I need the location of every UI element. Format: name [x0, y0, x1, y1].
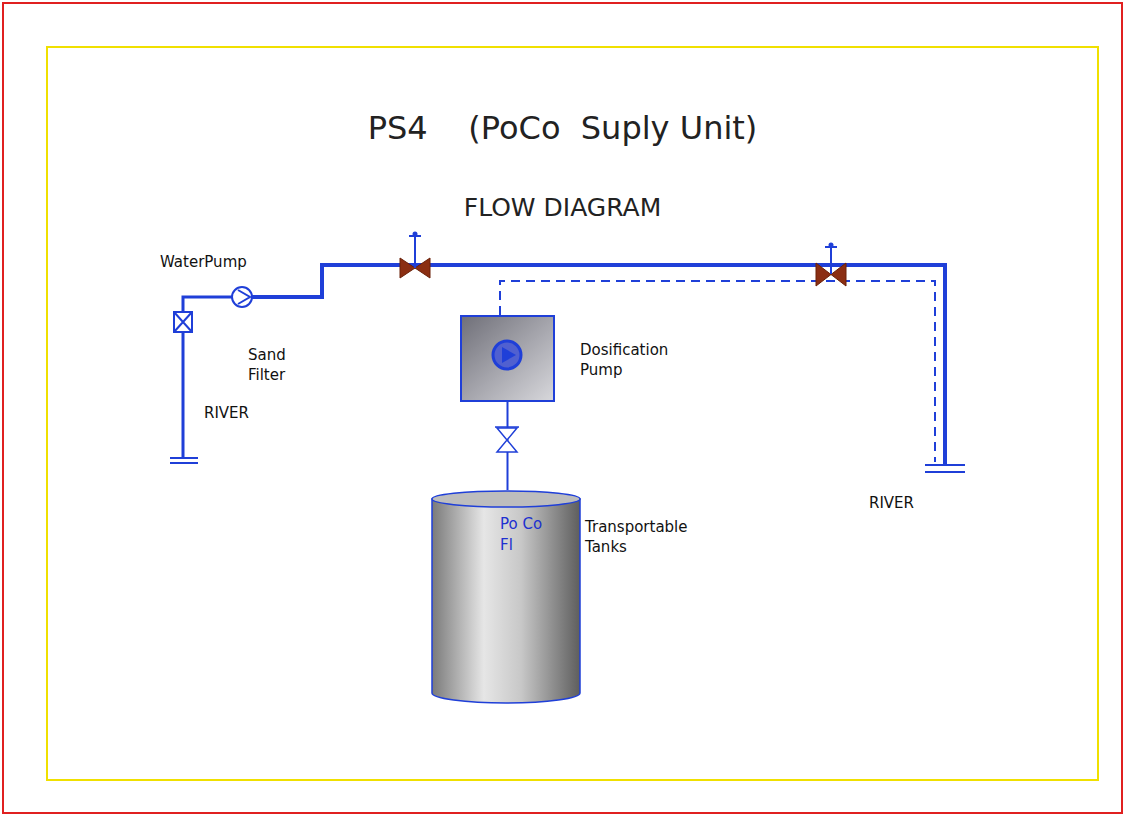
sand-filter-symbol	[174, 312, 192, 332]
part-name: Transportable Tanks	[585, 518, 688, 557]
valve-stem	[413, 232, 418, 237]
river-symbol	[170, 462, 198, 464]
pump-box-shape	[460, 315, 555, 402]
pump-symbol	[493, 341, 521, 369]
valve-stem	[829, 243, 834, 248]
pump-box-outline	[461, 316, 554, 401]
river-symbol	[170, 457, 198, 459]
part-name: Sand Filter	[248, 346, 286, 385]
water-pump-symbol	[232, 287, 252, 307]
tank-body	[432, 499, 580, 703]
tank-top	[432, 491, 580, 507]
part-name: RIVER	[204, 404, 249, 424]
diagram-title: PS4 (PoCo Suply Unit)	[0, 108, 1125, 150]
subtitle: FLOW DIAGRAM	[0, 192, 1125, 225]
dosing-line	[500, 281, 935, 462]
inner-frame	[47, 47, 1098, 780]
valve-stem	[830, 247, 832, 274]
tank-valve	[497, 428, 517, 452]
river-symbol	[925, 464, 965, 466]
pump-symbol	[502, 347, 516, 363]
water-pump-symbol	[238, 290, 250, 304]
tank-node: Po Co FlTransportable Tanks	[430, 490, 582, 705]
main-pipe	[252, 265, 945, 465]
pump-node: Dosification Pump	[460, 315, 555, 402]
river-symbol	[925, 471, 965, 473]
valve-stem	[414, 236, 416, 268]
part-name: WaterPump	[160, 253, 247, 273]
tank-valve	[495, 426, 519, 428]
part-name: Dosification Pump	[580, 341, 668, 380]
sand-filter-symbol	[174, 312, 192, 332]
part-name: RIVER	[869, 494, 914, 514]
tank-content: Po Co Fl	[500, 514, 550, 556]
